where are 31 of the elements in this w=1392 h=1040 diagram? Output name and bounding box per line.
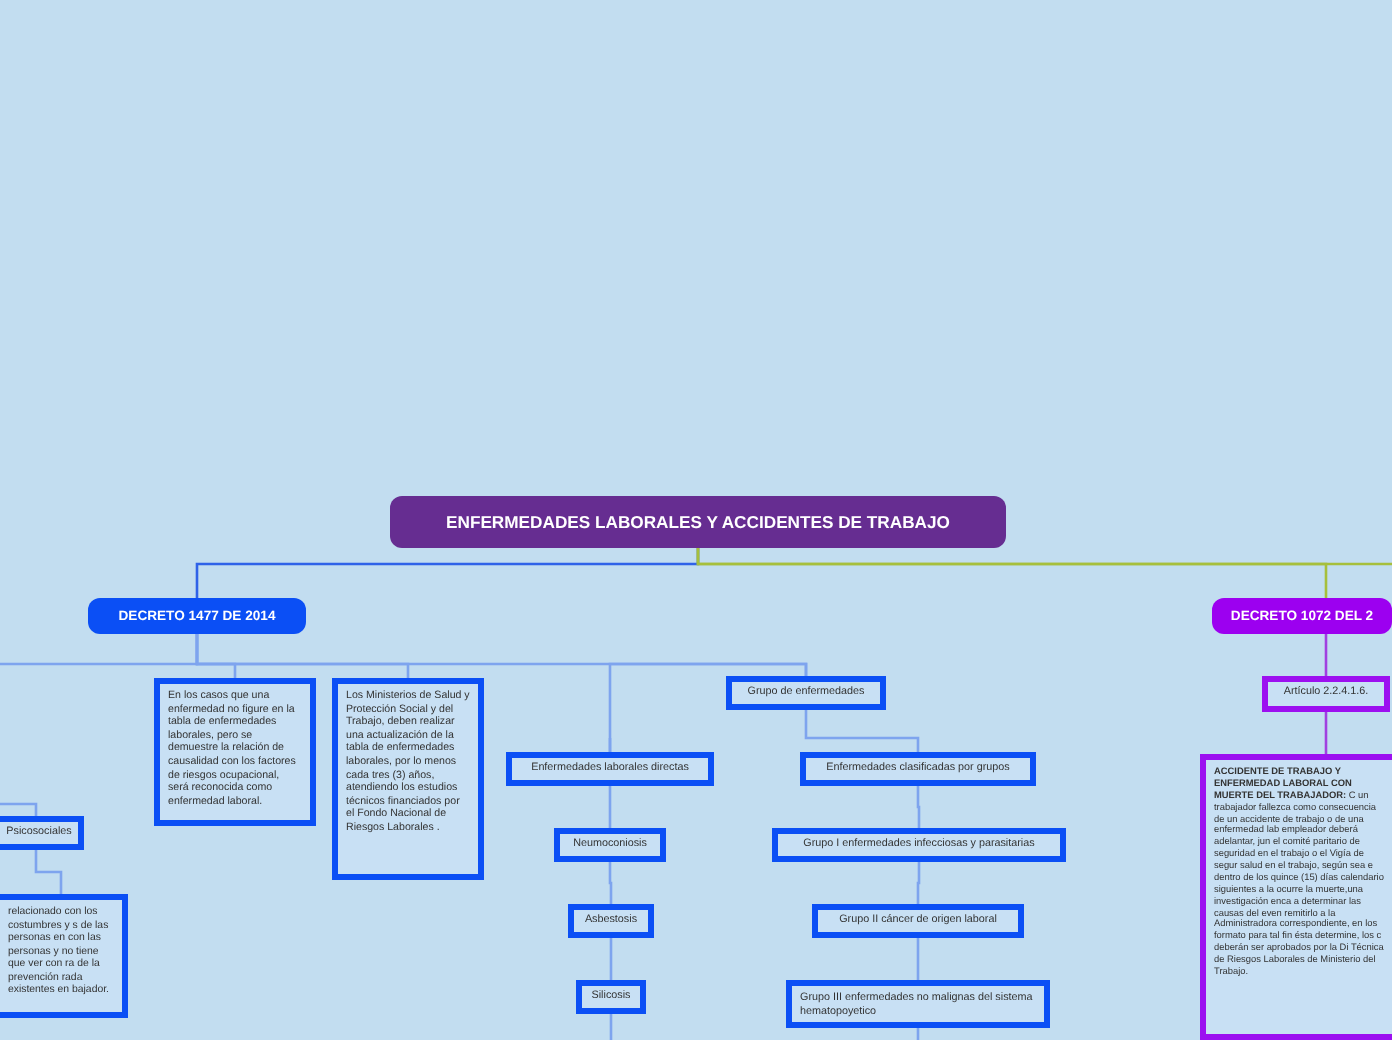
topic-box	[568, 904, 654, 938]
connector-line	[34, 850, 63, 894]
branch-box	[1212, 598, 1392, 634]
topic-box	[772, 828, 1066, 862]
note-box	[154, 678, 316, 826]
connector-line	[1324, 712, 1328, 754]
heading-text: ENFERMEDADES LABORALES Y ACCIDENTES DE TRABAJO	[446, 512, 950, 532]
connector-line	[916, 786, 921, 828]
connector-line	[916, 862, 921, 904]
topic-box	[576, 980, 646, 1014]
topic-box	[800, 752, 1036, 786]
topic-box	[786, 980, 1050, 1028]
topic-box	[1262, 676, 1390, 712]
connector-line	[1324, 634, 1328, 676]
topic-box	[554, 828, 666, 862]
connector-line	[609, 938, 613, 980]
topic-box	[0, 816, 84, 850]
note-box	[332, 678, 484, 880]
note-box	[1200, 754, 1392, 1040]
connector-line	[608, 862, 613, 904]
connector-line	[0, 802, 38, 816]
connector-line	[609, 1014, 613, 1040]
branch-box	[88, 598, 306, 634]
topic-box	[506, 752, 714, 786]
topic-box	[726, 676, 886, 710]
connector-line	[804, 710, 920, 752]
title-box	[390, 496, 1006, 548]
topic-box	[812, 904, 1024, 938]
connector-line	[696, 548, 1392, 566]
connector-line	[916, 938, 920, 980]
note-box	[0, 894, 128, 1018]
